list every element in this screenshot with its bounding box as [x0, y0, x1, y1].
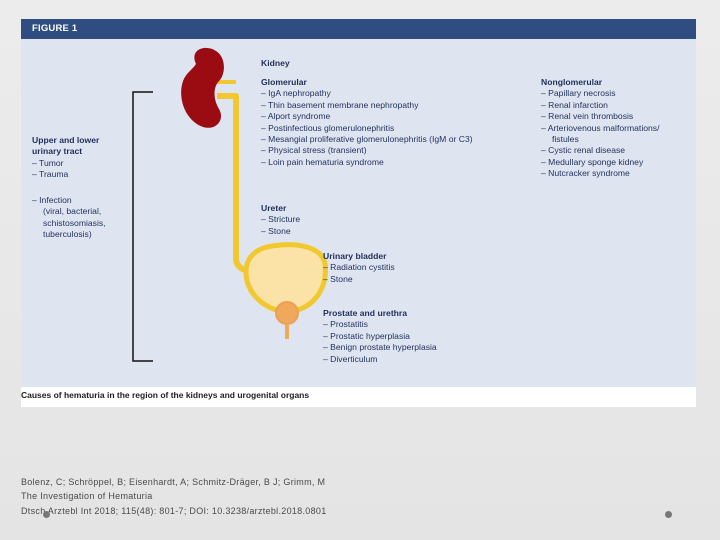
ureter-section: Ureter Stricture Stone: [261, 203, 300, 237]
infection-section: Infection (viral, bacterial, schistosomi…: [32, 195, 106, 241]
citation-title: The Investigation of Hematuria: [21, 491, 153, 501]
nonglomerular-item: Renal infarction: [541, 100, 659, 111]
prostate-item: Prostatitis: [323, 319, 437, 330]
nonglomerular-title: Nonglomerular: [541, 77, 603, 87]
prostate-title: Prostate and urethra: [323, 308, 408, 318]
ureter-item: Stricture: [261, 214, 300, 225]
glomerular-item: IgA nephropathy: [261, 88, 473, 99]
tract-item: Tumor: [32, 158, 99, 169]
figure-header: FIGURE 1: [21, 19, 696, 39]
nonglomerular-item: Arteriovenous malformations/: [541, 123, 660, 134]
glomerular-item: Physical stress (transient): [261, 145, 473, 156]
tract-title-line2: urinary tract: [32, 146, 83, 157]
infection-title: Infection: [32, 195, 106, 206]
tract-bracket: [132, 91, 153, 362]
prostate-shape: [275, 301, 299, 325]
bladder-title: Urinary bladder: [323, 251, 387, 261]
figure-header-label: FIGURE 1: [32, 23, 78, 34]
infection-detail: tuberculosis): [43, 229, 92, 240]
ureter-item: Stone: [261, 226, 300, 237]
kidney-title: Kidney: [261, 58, 290, 68]
prostate-item: Diverticulum: [323, 354, 437, 365]
bladder-item: Radiation cystitis: [323, 262, 394, 273]
ureter-shape: [217, 93, 257, 277]
nonglomerular-item: Medullary sponge kidney: [541, 157, 659, 168]
citation-source: Dtsch Arztebl Int 2018; 115(48): 801-7; …: [21, 506, 327, 516]
glomerular-title: Glomerular: [261, 77, 307, 87]
glomerular-section: Glomerular IgA nephropathy Thin basement…: [261, 77, 473, 168]
nonglomerular-continuation: fistules: [552, 134, 579, 145]
glomerular-item: Loin pain hematuria syndrome: [261, 157, 473, 168]
prostate-section: Prostate and urethra Prostatitis Prostat…: [323, 308, 437, 365]
tract-item: Trauma: [32, 169, 99, 180]
prostate-item: Benign prostate hyperplasia: [323, 342, 437, 353]
glomerular-item: Postinfectious glomerulonephritis: [261, 123, 473, 134]
nonglomerular-item: Cystic renal disease: [541, 145, 659, 156]
figure-caption: Causes of hematuria in the region of the…: [21, 390, 310, 400]
nonglomerular-item: Nutcracker syndrome: [541, 168, 659, 179]
kidney-shape: [181, 47, 224, 128]
tract-section: Upper and lower urinary tract Tumor Trau…: [32, 135, 99, 181]
tract-title-line1: Upper and lower: [32, 135, 100, 145]
left-bullet-dot: [43, 511, 50, 518]
glomerular-item: Mesangial proliferative glomerulonephrit…: [261, 134, 472, 145]
glomerular-item: Alport syndrome: [261, 111, 473, 122]
infection-detail: (viral, bacterial,: [43, 206, 102, 217]
nonglomerular-item: Renal vein thrombosis: [541, 111, 659, 122]
bladder-section: Urinary bladder Radiation cystitis Stone: [323, 251, 395, 285]
glomerular-item: Thin basement membrane nephropathy: [261, 100, 473, 111]
nonglomerular-section: Nonglomerular Papillary necrosis Renal i…: [541, 77, 659, 180]
prostate-item: Prostatic hyperplasia: [323, 331, 437, 342]
nonglomerular-item: Papillary necrosis: [541, 88, 659, 99]
infection-detail: schistosomiasis,: [43, 217, 106, 228]
ureter-title: Ureter: [261, 203, 287, 213]
figure-panel: FIGURE 1 Kidney Glomerular IgA nephropat…: [21, 19, 696, 407]
urinary-tract-illustration: [132, 47, 328, 362]
citation-authors: Bolenz, C; Schröppel, B; Eisenhardt, A; …: [21, 477, 326, 487]
right-bullet-dot: [665, 511, 672, 518]
bladder-item: Stone: [323, 274, 395, 285]
